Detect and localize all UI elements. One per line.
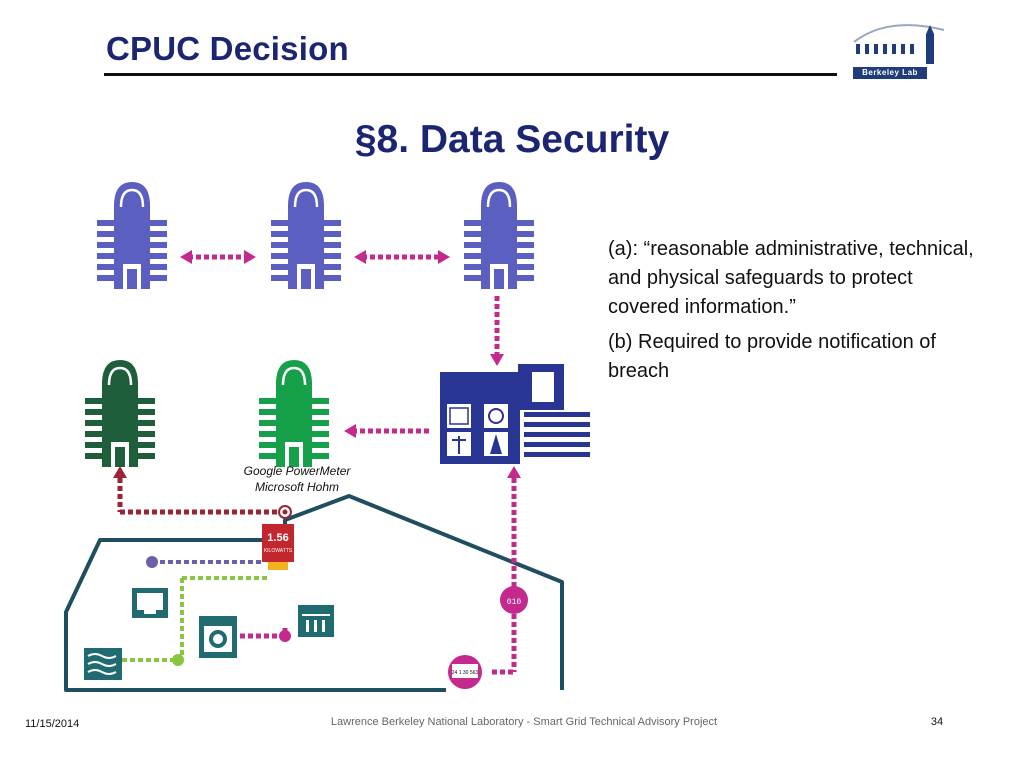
footer-organization: Lawrence Berkeley National Laboratory - … (330, 716, 718, 728)
smart-meter-icon: 24 1 30 563 (448, 655, 482, 689)
smart-meter-readout: 24 1 30 563 (452, 670, 479, 676)
appliance-icon (199, 616, 237, 658)
bullet-item: (a): “reasonable administrative, technic… (608, 238, 974, 318)
section-heading: §8. Data Security (354, 118, 670, 161)
footer-date: 11/15/2014 (25, 718, 80, 730)
meter-unit: KILOWATTS (264, 548, 293, 554)
building-icon (462, 180, 536, 291)
building-icon (83, 358, 157, 469)
berkeley-lab-logo (853, 24, 945, 64)
bullet-item: (b) Required to provide notification of … (608, 331, 936, 382)
utility-building-icon (440, 364, 590, 464)
title-rule (104, 73, 837, 76)
slide-title: CPUC Decision (106, 30, 349, 67)
building-icon (257, 358, 331, 469)
water-heater-icon (298, 605, 334, 637)
building-icon (269, 180, 343, 291)
provider-label-google: Google PowerMeter (243, 464, 351, 478)
bullet-list: (a): “reasonable administrative, technic… (608, 235, 988, 392)
meter-readout: 1.56 (267, 532, 288, 544)
building-icon (95, 180, 169, 291)
logo-text: Berkeley Lab (853, 67, 927, 79)
svg-text:010: 010 (507, 598, 522, 607)
provider-label-microsoft: Microsoft Hohm (254, 480, 340, 494)
page-number: 34 (930, 716, 944, 728)
energy-display-icon: 1.56 KILOWATTS (262, 505, 294, 570)
hvac-icon (84, 648, 122, 680)
monitor-icon (132, 588, 168, 618)
device-node-icon (279, 630, 291, 642)
network-node-icon: 010 (500, 586, 528, 614)
